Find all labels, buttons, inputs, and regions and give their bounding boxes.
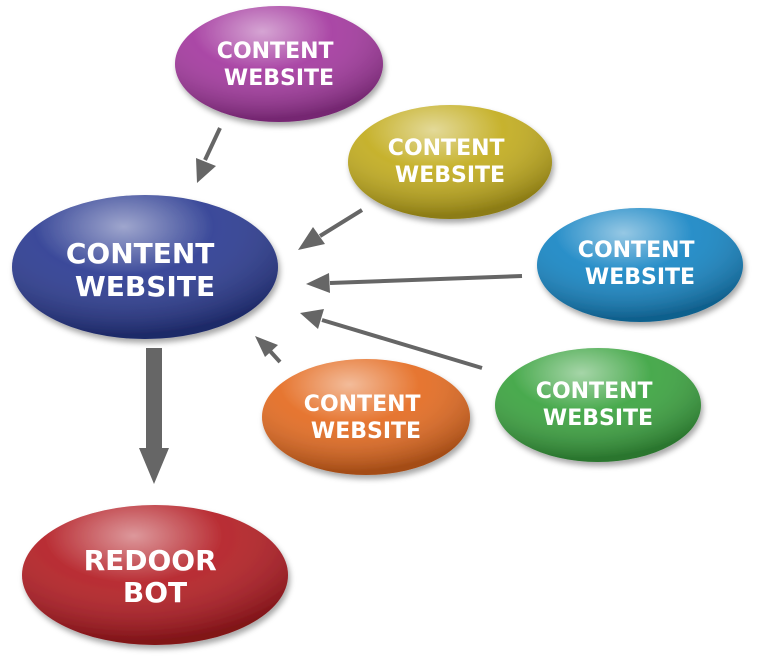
node-green-label: CONTENT WEBSITE [536, 379, 660, 431]
arrow-green-to-hub [300, 309, 483, 370]
node-hub-label: CONTENT WEBSITE [66, 237, 224, 303]
node-orange: CONTENT WEBSITE [262, 359, 470, 475]
arrow-yellow-to-hub [298, 208, 364, 250]
node-blue-label: CONTENT WEBSITE [578, 238, 702, 290]
node-purple: CONTENT WEBSITE [175, 6, 383, 122]
arrow-orange-to-hub [255, 336, 282, 364]
node-purple-label: CONTENT WEBSITE [217, 39, 341, 91]
node-blue: CONTENT WEBSITE [537, 208, 743, 322]
node-green: CONTENT WEBSITE [495, 348, 701, 462]
node-orange-label: CONTENT WEBSITE [304, 392, 428, 444]
node-hub: CONTENT WEBSITE [12, 195, 278, 339]
node-bot-label: REDOOR BOT [84, 544, 227, 609]
arrows [139, 127, 523, 484]
node-yellow: CONTENT WEBSITE [348, 105, 552, 219]
arrow-purple-to-hub [196, 127, 222, 183]
node-yellow-label: CONTENT WEBSITE [388, 136, 512, 188]
arrow-blue-to-hub [306, 273, 523, 293]
node-bot: REDOOR BOT [22, 505, 288, 645]
arrow-hub-to-bot [139, 348, 169, 484]
